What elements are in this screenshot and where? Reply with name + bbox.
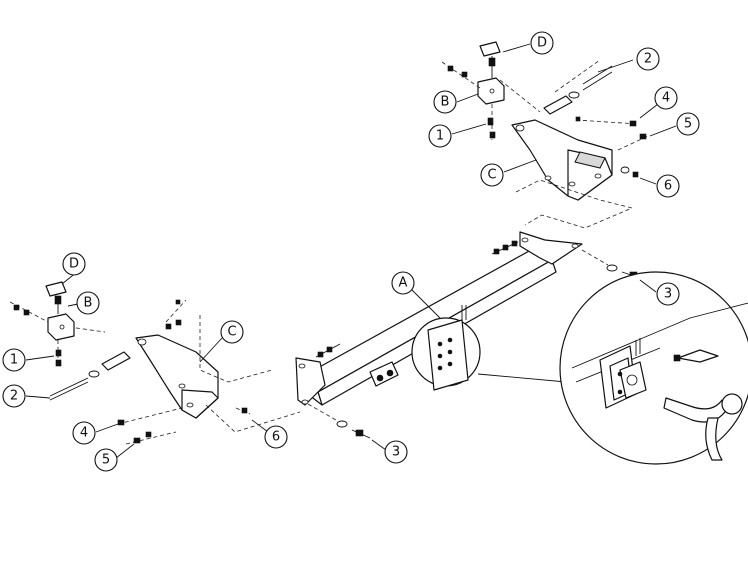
- callout-D-right: D: [530, 31, 554, 55]
- callout-1-left: 1: [2, 348, 26, 372]
- callout-C-right: C: [480, 163, 504, 187]
- left-small-bolts: [117, 299, 251, 445]
- callout-6-right: 6: [656, 174, 680, 198]
- left-side-bracket: [135, 334, 219, 419]
- svg-text:4: 4: [662, 91, 670, 106]
- crossbar-bolts-right: [491, 240, 519, 255]
- svg-text:A: A: [399, 276, 408, 291]
- svg-text:6: 6: [272, 430, 280, 445]
- right-bolt-set: [441, 61, 496, 140]
- bolt-3-right: [581, 249, 641, 279]
- svg-text:1: 1: [436, 129, 444, 144]
- callout-5-left: 5: [94, 448, 118, 472]
- callout-5-right: 5: [676, 112, 700, 136]
- callout-A: A: [391, 271, 415, 295]
- svg-text:5: 5: [684, 117, 692, 132]
- right-clamp-plate-B: [477, 77, 505, 105]
- callout-3-left: 3: [384, 440, 408, 464]
- left-fastener-D: [45, 281, 67, 314]
- callout-B-left: B: [76, 291, 100, 315]
- svg-text:3: 3: [392, 445, 400, 460]
- callout-4-left: 4: [72, 421, 96, 445]
- zoom-connector-line: [477, 373, 567, 383]
- left-clamp-plate-B: [47, 313, 75, 341]
- right-fastener-D: [479, 41, 501, 78]
- svg-text:D: D: [69, 257, 79, 272]
- callout-1-right: 1: [428, 124, 452, 148]
- svg-text:B: B: [84, 296, 93, 311]
- svg-text:C: C: [487, 168, 496, 183]
- callout-B-right: B: [433, 90, 457, 114]
- right-tube-spacer: [543, 65, 613, 115]
- svg-text:C: C: [227, 325, 236, 340]
- svg-text:2: 2: [644, 52, 652, 67]
- left-tube-spacer: [49, 351, 131, 401]
- bolt-3-left: [307, 403, 371, 439]
- detail-small-circle: [411, 305, 481, 391]
- callout-leaders: [25, 43, 677, 459]
- svg-text:B: B: [441, 95, 450, 110]
- svg-text:D: D: [537, 36, 547, 51]
- left-bolt-set: [9, 301, 62, 368]
- callout-D-left: D: [62, 252, 86, 276]
- callout-2-left: 2: [2, 384, 26, 408]
- svg-text:6: 6: [664, 179, 672, 194]
- right-small-bolts: [575, 116, 649, 178]
- svg-text:5: 5: [102, 453, 110, 468]
- callout-2-right: 2: [636, 47, 660, 71]
- crossbar-bolts-left: [315, 343, 341, 358]
- right-bracket-dash-outline: [499, 59, 634, 229]
- callout-4-right: 4: [654, 86, 678, 110]
- svg-text:4: 4: [80, 426, 88, 441]
- svg-text:3: 3: [664, 287, 672, 302]
- callout-C-left: C: [220, 320, 244, 344]
- svg-text:2: 2: [10, 389, 18, 404]
- right-side-bracket: [511, 119, 613, 201]
- callout-3-right: 3: [656, 282, 680, 306]
- detail-large-circle: [559, 271, 748, 465]
- callout-6-left: 6: [264, 425, 288, 449]
- svg-text:1: 1: [10, 353, 18, 368]
